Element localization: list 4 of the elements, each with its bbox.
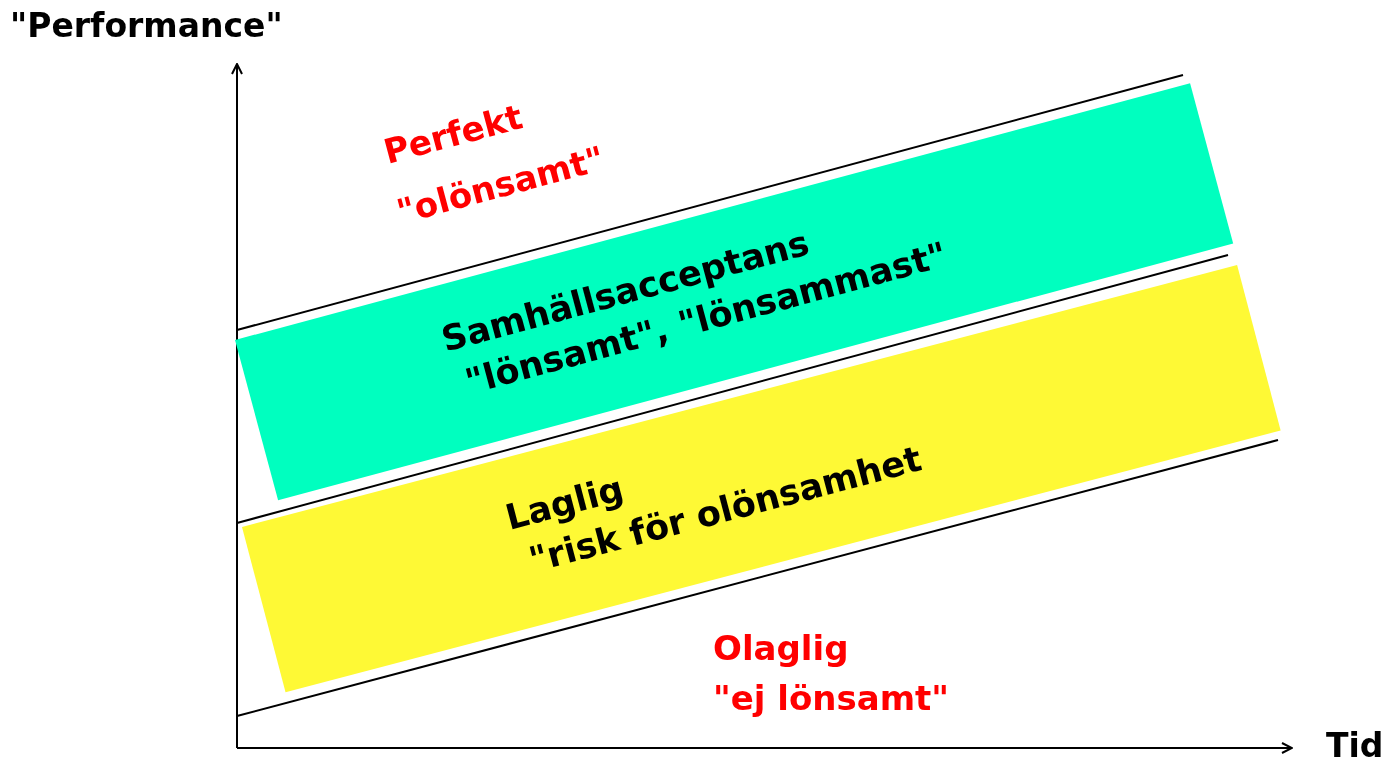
zone-label: "ej lönsamt" — [713, 680, 950, 718]
axis-title: "Performance" — [10, 8, 283, 45]
zone-label: Olaglig — [713, 630, 849, 668]
axis-title: Tid — [1326, 728, 1384, 763]
